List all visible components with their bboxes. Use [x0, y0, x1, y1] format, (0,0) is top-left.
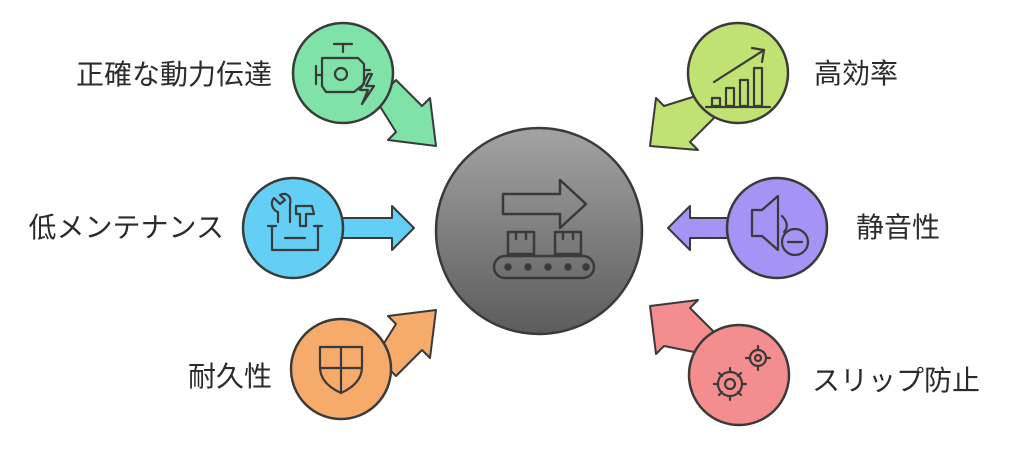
label-high-efficiency: 高効率 — [814, 57, 899, 90]
growth-chart-icon — [704, 46, 772, 109]
conveyor-belt-icon — [492, 178, 596, 280]
engine-power-icon — [314, 42, 376, 106]
label-durability: 耐久性 — [187, 360, 272, 393]
label-precise-transmission: 正確な動力伝達 — [75, 58, 272, 91]
arrow-slip-prevention — [649, 299, 715, 355]
shield-icon — [318, 345, 364, 395]
volume-down-icon — [750, 194, 810, 257]
arrow-high-efficiency — [649, 95, 717, 151]
low-maintenance-circle — [241, 176, 345, 280]
toolbox-icon — [266, 192, 324, 252]
arrow-precise-transmission — [375, 79, 437, 147]
gears-icon — [712, 344, 772, 402]
label-slip-prevention: スリップ防止 — [812, 364, 981, 397]
label-quietness: 静音性 — [856, 211, 941, 244]
label-low-maintenance: 低メンテナンス — [28, 211, 224, 244]
precise-transmission-circle — [291, 21, 395, 125]
center-circle — [434, 126, 644, 336]
